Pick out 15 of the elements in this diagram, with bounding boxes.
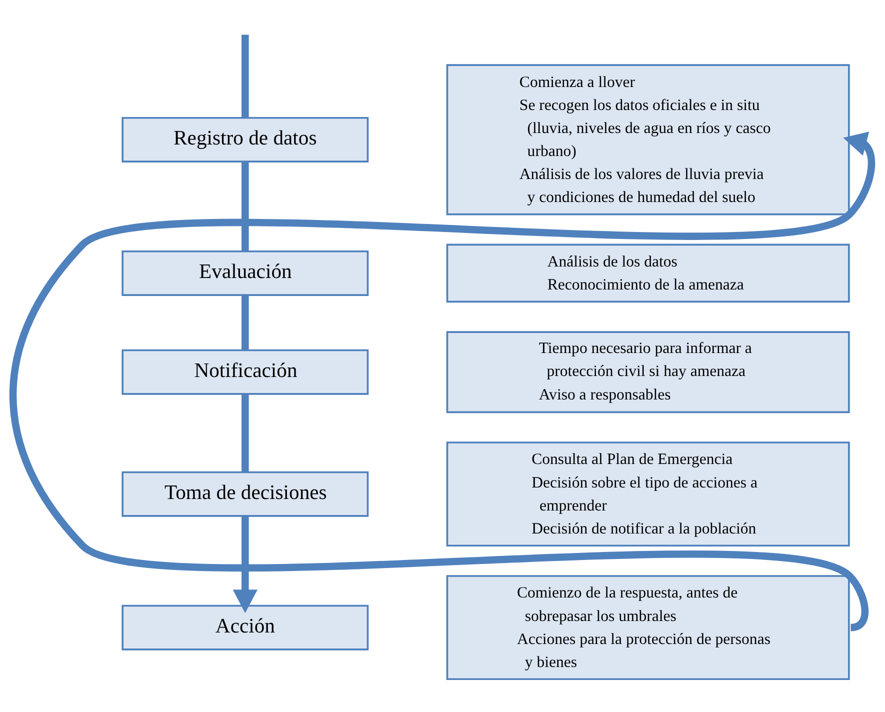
node-box: Tiempo necesario para informar a protección civil si hay amenaza Aviso a responsables bbox=[446, 330, 850, 413]
connector bbox=[242, 394, 249, 472]
node-box: Notificación bbox=[122, 348, 369, 394]
node-box: Registro de datos bbox=[122, 116, 369, 162]
node-box: Comienzo de la respuesta, antes de sobrepasar los umbrales Acciones para la protección de personas y bienes bbox=[446, 574, 850, 680]
connector bbox=[242, 161, 249, 250]
node-box: Toma de decisiones bbox=[122, 470, 369, 516]
node-box: Consulta al Plan de Emergencia Decisión sobre el tipo de acciones a emprender Decisión de notificar a la población bbox=[446, 441, 850, 546]
node-box: Análisis de los datos Reconocimiento de la amenaza bbox=[446, 243, 850, 302]
node-box: Comienza a llover Se recogen los datos oficiales e in situ (lluvia, niveles de agua en ríos y casco urbano) Análisis de los valores de lluvia previa y condiciones de humedad del suelo bbox=[446, 64, 850, 215]
connector bbox=[242, 294, 249, 350]
arrow bbox=[10, 131, 876, 630]
node-box: Acción bbox=[122, 604, 369, 650]
arrow bbox=[232, 516, 258, 613]
node-box: Evaluación bbox=[122, 250, 369, 296]
